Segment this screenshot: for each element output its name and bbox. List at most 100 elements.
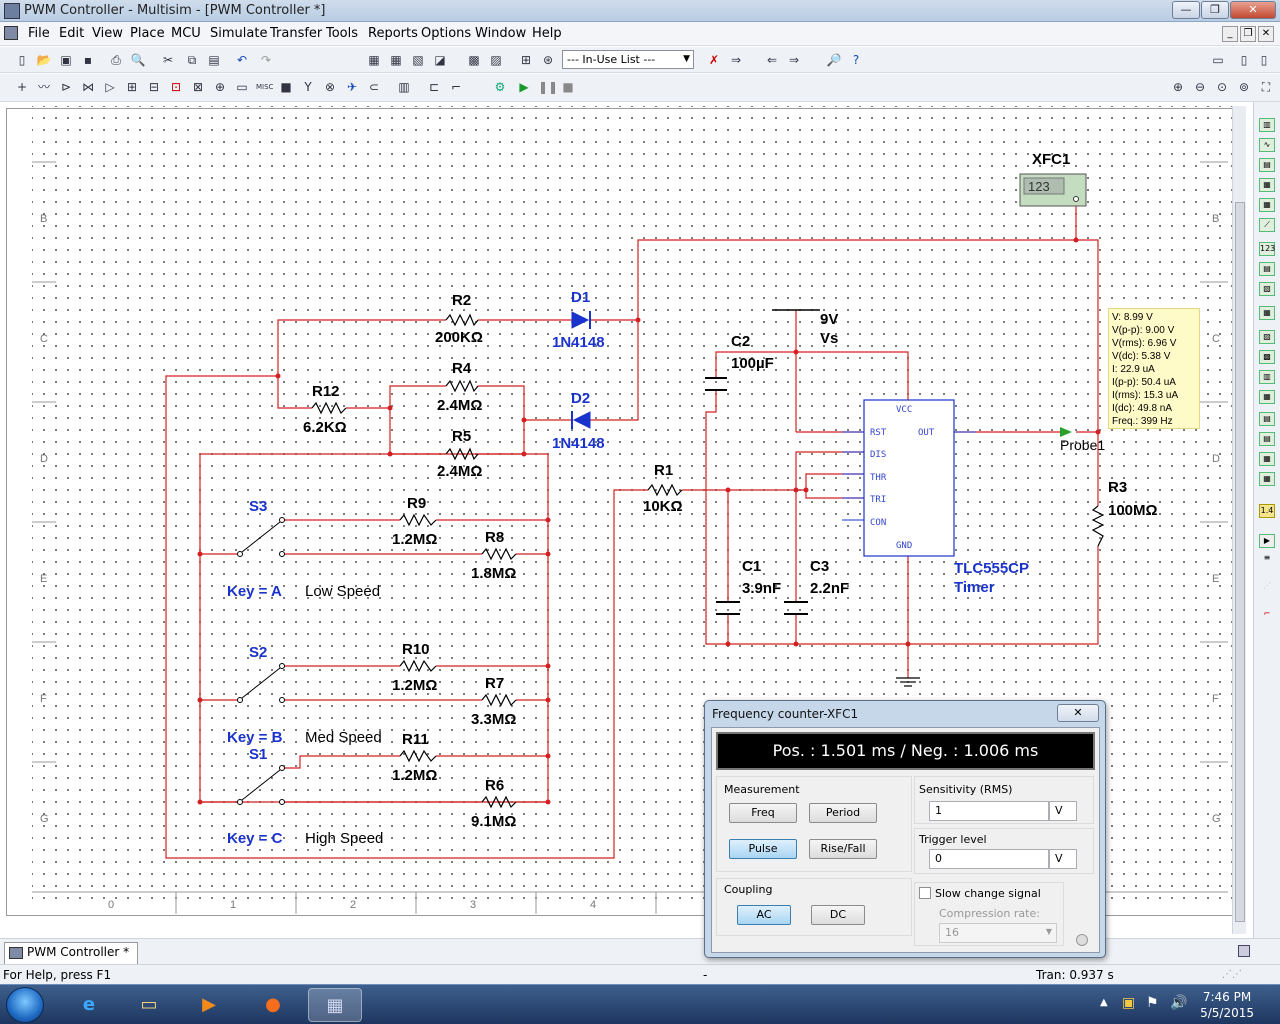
d2-symbol[interactable]	[572, 411, 591, 429]
bode-plotter-icon[interactable]: ⟋	[1259, 218, 1275, 232]
trigger-unit[interactable]: V	[1049, 849, 1077, 869]
transfer-ultiboard-icon[interactable]: ⇒	[730, 53, 742, 67]
pause-simulation-icon[interactable]: ❚❚	[538, 80, 559, 94]
d1-symbol[interactable]	[571, 311, 590, 329]
forward-annotate-icon[interactable]: ⇒	[788, 53, 800, 67]
current-probe-icon[interactable]: ⌐	[1263, 609, 1271, 618]
electrical-rules-check-icon[interactable]: ✗	[708, 53, 720, 67]
view-toggle-icon[interactable]: ▭	[1212, 53, 1224, 67]
scrollbar-thumb[interactable]	[1235, 202, 1245, 922]
run-simulation-icon[interactable]: ▶	[519, 80, 529, 94]
mdi-restore-icon[interactable]: ❐	[1240, 26, 1256, 42]
agilent-oscilloscope-icon[interactable]: ▦	[1259, 452, 1275, 466]
menu-view[interactable]: View	[92, 26, 123, 41]
full-screen-icon[interactable]: ⛶	[1261, 80, 1271, 94]
firefox-icon[interactable]: ●	[265, 994, 281, 1015]
settings-knob-icon[interactable]	[1076, 934, 1088, 946]
compression-select[interactable]: 16▼	[939, 923, 1057, 943]
freq-button[interactable]: Freq	[729, 803, 797, 823]
agilent-generator-icon[interactable]: ▤	[1259, 412, 1275, 426]
place-ttl-icon[interactable]: ⊞	[126, 80, 138, 94]
menu-reports[interactable]: Reports	[368, 26, 418, 41]
multisim-app-icon[interactable]	[4, 3, 20, 19]
redo-icon[interactable]: ↷	[260, 53, 272, 67]
save-icon[interactable]: ▪	[83, 53, 93, 67]
ni-elvis-icon[interactable]: ⋰	[1263, 581, 1271, 590]
internet-explorer-icon[interactable]: e	[82, 994, 96, 1015]
tray-expand-icon[interactable]: ▲	[1100, 997, 1108, 1008]
spreadsheet-view-icon[interactable]: ▦	[390, 53, 402, 67]
zoom-sheet-icon[interactable]: ⊚	[1238, 80, 1250, 94]
place-basic-icon[interactable]: 〰	[37, 80, 50, 94]
menu-help[interactable]: Help	[532, 26, 562, 41]
frequency-counter-dialog[interactable]: Frequency counter-XFC1 ✕ Pos. : 1.501 ms…	[704, 700, 1106, 958]
mdi-minimize-icon[interactable]: _	[1222, 26, 1238, 42]
agilent-multimeter-icon[interactable]: ▤	[1259, 432, 1275, 446]
place-analog-icon[interactable]: ▷	[105, 80, 115, 94]
tab-option-icon[interactable]	[1238, 945, 1250, 957]
labview-instrument-icon[interactable]: ▶	[1259, 534, 1275, 548]
interactive-simulation-icon[interactable]: ⚙	[494, 80, 506, 94]
frequency-counter-icon[interactable]: 123	[1259, 242, 1275, 256]
sensitivity-unit[interactable]: V	[1049, 801, 1077, 821]
place-mixed-icon[interactable]: ⊠	[192, 80, 204, 94]
cut-icon[interactable]: ✂	[162, 53, 174, 67]
taskbar-clock[interactable]: 7:46 PM 5/5/2015	[1200, 989, 1254, 1021]
menu-window[interactable]: Window	[475, 26, 527, 41]
media-player-icon[interactable]: ▶	[202, 994, 216, 1015]
menu-simulate[interactable]: Simulate	[210, 26, 268, 41]
place-bus-icon[interactable]: ⌐	[450, 80, 462, 94]
place-advanced-peripherals-icon[interactable]: ■	[280, 80, 292, 94]
place-ni-component-icon[interactable]: ✈	[346, 80, 358, 94]
open-icon[interactable]: 📂	[36, 53, 52, 67]
place-cmos-icon[interactable]: ⊟	[148, 80, 160, 94]
measurement-probe-icon[interactable]: 1.4	[1259, 504, 1275, 518]
oscilloscope-icon[interactable]: ▦	[1259, 178, 1275, 192]
tray-volume-icon[interactable]: 🔊	[1170, 995, 1188, 1011]
database-manager-icon[interactable]: ▧	[412, 53, 424, 67]
view-toggle-3-icon[interactable]: ▯	[1260, 53, 1268, 67]
four-channel-oscilloscope-icon[interactable]: ▦	[1259, 198, 1275, 212]
menu-edit[interactable]: Edit	[59, 26, 85, 41]
zoom-in-icon[interactable]: ⊕	[1172, 80, 1184, 94]
stop-simulation-icon[interactable]: ■	[562, 80, 574, 94]
word-generator-icon[interactable]: ▤	[1259, 262, 1275, 276]
mdi-close-icon[interactable]: ✕	[1258, 26, 1274, 42]
place-mcu-icon[interactable]: ▥	[398, 80, 410, 94]
slow-change-checkbox[interactable]	[919, 887, 931, 899]
print-icon[interactable]: ⎙	[111, 53, 121, 67]
tektronix-oscilloscope-icon[interactable]: ▦	[1259, 472, 1275, 486]
place-indicator-icon[interactable]: ⊕	[214, 80, 226, 94]
vertical-scrollbar[interactable]	[1232, 106, 1246, 934]
start-button[interactable]	[6, 987, 44, 1023]
logic-converter-icon[interactable]: ▧	[1259, 282, 1275, 296]
multimeter-icon[interactable]: ▥	[1259, 118, 1275, 132]
zoom-out-icon[interactable]: ⊖	[1194, 80, 1206, 94]
print-preview-icon[interactable]: 🔍	[130, 53, 146, 67]
erc-icon[interactable]: ▨	[490, 53, 502, 67]
place-misc-digital-icon[interactable]: ⊡	[170, 80, 182, 94]
tray-security-icon[interactable]: ▣	[1122, 995, 1136, 1011]
spectrum-analyzer-icon[interactable]: ▥	[1259, 370, 1275, 384]
file-explorer-icon[interactable]: ▭	[140, 994, 158, 1015]
timer-ic-body[interactable]	[863, 399, 955, 557]
schematic-canvas[interactable]: B C D E F G B C D E F G 0 1 2 3 4	[0, 102, 1232, 938]
tray-flag-icon[interactable]: ⚑	[1146, 995, 1159, 1011]
tab-pwm-controller[interactable]: PWM Controller *	[4, 942, 139, 964]
place-misc-icon[interactable]: MISC	[256, 83, 274, 91]
probe-icon[interactable]	[1060, 427, 1072, 437]
grapher-icon[interactable]: ◪	[434, 53, 446, 67]
place-power-icon[interactable]: ▭	[236, 80, 248, 94]
document-icon[interactable]	[4, 26, 18, 40]
place-connector-icon[interactable]: ⊂	[368, 80, 380, 94]
multisim-taskbar-icon[interactable]: ▦	[308, 988, 362, 1022]
maximize-button[interactable]: ❐	[1201, 1, 1229, 19]
close-button[interactable]: ✕	[1230, 1, 1276, 19]
menu-mcu[interactable]: MCU	[171, 26, 201, 41]
undo-icon[interactable]: ↶	[236, 53, 248, 67]
logic-analyzer-icon[interactable]: ▦	[1259, 306, 1275, 320]
pulse-button[interactable]: Pulse	[729, 839, 797, 859]
zoom-area-icon[interactable]: ⊙	[1216, 80, 1228, 94]
dialog-close-button[interactable]: ✕	[1057, 704, 1099, 722]
rise-fall-button[interactable]: Rise/Fall	[809, 839, 877, 859]
